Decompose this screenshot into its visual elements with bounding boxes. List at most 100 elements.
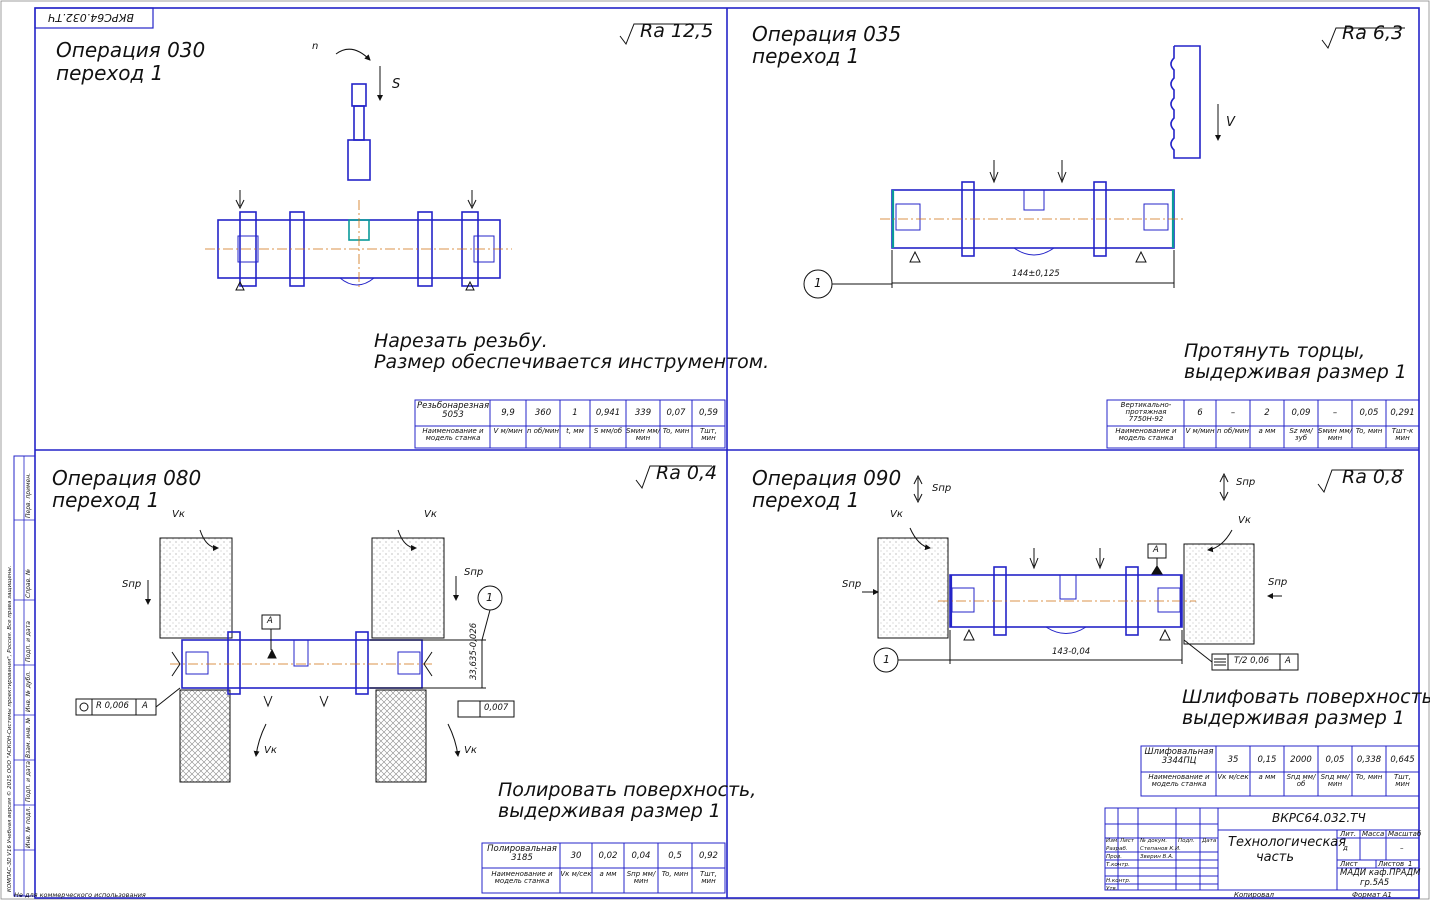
op080-header-machine: Наименование и модель станка <box>491 870 553 885</box>
title-block-row-label: Лист <box>1120 838 1134 844</box>
op030-title: Операция 030 <box>56 38 206 62</box>
title-block-name-1: Технологическая <box>1228 835 1347 850</box>
op080-dimension: 33,635-0,026 <box>469 622 479 680</box>
table-value-cell: 6 <box>1197 408 1203 418</box>
op080-tolerance-runout: 0,007 <box>484 703 509 713</box>
op030-centerlines <box>205 200 512 290</box>
op090-subtitle: переход 1 <box>752 488 860 512</box>
rotated-stamp-code: ВКРС64.032.ТЧ <box>48 11 134 24</box>
title-block-row-label: Разраб. <box>1106 846 1128 852</box>
title-block-sheet: Лист <box>1340 860 1358 868</box>
title-block-copied: Копировал <box>1234 891 1274 899</box>
op090-table-grid <box>1140 745 1420 797</box>
op090-note-line2: выдерживая размер 1 <box>1182 707 1405 729</box>
op080-title: Операция 080 <box>52 466 202 490</box>
op080-note-line1: Полировать поверхность, <box>498 779 757 801</box>
op090-spr-right: Sпр <box>1268 577 1288 588</box>
op090-spr-left: Sпр <box>842 579 862 590</box>
op080-tolerance-roundness: R 0,006 <box>96 701 129 711</box>
table-header-cell: Vк м/сек <box>1217 773 1249 781</box>
op080-callout: 1 <box>486 591 493 604</box>
title-block-name-2: часть <box>1256 850 1295 865</box>
title-block-row-label: Зверин В.А. <box>1140 854 1174 860</box>
op090-roughness: Ra 0,8 <box>1342 466 1404 488</box>
table-header-cell: V м/мин <box>1185 427 1215 435</box>
table-value-cell: 0,645 <box>1390 755 1415 765</box>
table-header-cell: t, мм <box>566 427 584 435</box>
title-block-row-label: Изм. <box>1106 838 1119 844</box>
op080-roughness: Ra 0,4 <box>656 462 718 484</box>
op090-header-machine: Наименование и модель станка <box>1148 773 1210 788</box>
op035-machine: Вертикально-протяжная 7750Н-92 <box>1120 401 1172 423</box>
title-block-org-2: гр.5А5 <box>1360 878 1390 888</box>
table-value-cell: 0,291 <box>1390 408 1415 418</box>
op090-spr-top-left: Sпр <box>932 483 952 494</box>
title-block-row-label: Степанов К.И. <box>1140 846 1181 852</box>
op090-title: Операция 090 <box>752 466 902 490</box>
table-value-cell: 0,05 <box>1325 755 1345 765</box>
table-header-cell: Sz мм/зуб <box>1289 427 1313 443</box>
op080-polishing-wheels <box>159 537 445 783</box>
op080-datum-box: A <box>267 616 273 626</box>
table-value-cell: 0,5 <box>668 851 682 861</box>
title-block-row-label: Дата <box>1202 838 1217 844</box>
title-block-row-label: Н.контр. <box>1106 878 1131 884</box>
title-block-scale: Масштаб <box>1388 830 1422 838</box>
op035-title: Операция 035 <box>752 22 902 46</box>
op090-callout: 1 <box>883 653 890 666</box>
title-block-org-1: МАДИ каф.ПРАДМ <box>1340 868 1421 878</box>
table-header-cell: a мм <box>599 870 617 878</box>
op035-label-v: V <box>1226 115 1235 130</box>
table-value-cell: 2000 <box>1290 755 1312 765</box>
title-block-mass: Масса <box>1362 830 1385 838</box>
op080-note-line2: выдерживая размер 1 <box>498 800 721 822</box>
table-header-cell: Sмин мм/мин <box>1318 427 1352 443</box>
op080-vk-lower-left: Vк <box>264 745 277 756</box>
table-header-cell: Snд мм/мин <box>1320 773 1350 789</box>
side-strip-label: Перв. примен. <box>25 472 32 518</box>
op090-vk-left: Vк <box>890 509 903 520</box>
op030-tap-tool <box>347 83 371 181</box>
footer-note: Не для коммерческого использования <box>14 891 146 899</box>
op030-label-n: n <box>312 41 319 52</box>
op080-datum-ref: A <box>142 701 148 711</box>
table-value-cell: 0,15 <box>1257 755 1277 765</box>
op080-table-grid <box>481 842 726 894</box>
op035-note-line2: выдерживая размер 1 <box>1184 361 1407 383</box>
op080-machine: Полировальная 3185 <box>487 844 557 863</box>
title-block-row-label: № докум. <box>1140 838 1168 844</box>
op090-dimension: 143-0,04 <box>1052 647 1091 657</box>
op080-vk-left: Vк <box>172 509 185 520</box>
op090-note-line1: Шлифовать поверхность, <box>1182 686 1430 708</box>
table-header-cell: Vк м/сек <box>560 870 592 878</box>
table-value-cell: 30 <box>570 851 582 861</box>
side-strip-label: Справ. № <box>25 568 32 598</box>
op035-note-line1: Протянуть торцы, <box>1184 340 1366 362</box>
table-value-cell: 360 <box>534 408 552 418</box>
table-value-cell: 0,59 <box>699 408 718 418</box>
op035-dimension: 144±0,125 <box>1012 269 1060 279</box>
table-header-cell: To, мин <box>662 427 690 435</box>
title-block-row-label: Утв. <box>1106 886 1118 892</box>
table-value-cell: – <box>1230 408 1236 418</box>
table-header-cell: n об/мин <box>526 427 560 435</box>
table-header-cell: Snд мм/об <box>1286 773 1316 789</box>
side-strip-label: Инв. № дубл. <box>25 670 32 712</box>
table-value-cell: 0,02 <box>598 851 618 861</box>
table-value-cell: 1 <box>572 408 578 418</box>
table-header-cell: V м/мин <box>493 427 523 435</box>
table-header-cell: S мм/об <box>593 427 623 435</box>
table-value-cell: 0,07 <box>666 408 686 418</box>
table-header-cell: Tшт-к мин <box>1391 427 1414 443</box>
op080-shaft <box>181 631 423 695</box>
op030-roughness: Ra 12,5 <box>640 20 714 42</box>
title-block-format: Формат A1 <box>1352 891 1392 899</box>
table-value-cell: 0,92 <box>699 851 718 861</box>
title-block-scale-value: – <box>1400 844 1404 852</box>
title-block-lit-value: д <box>1343 844 1348 852</box>
side-strip-label: Подп. и дата <box>25 761 32 802</box>
table-header-cell: Tшт, мин <box>1394 773 1411 789</box>
